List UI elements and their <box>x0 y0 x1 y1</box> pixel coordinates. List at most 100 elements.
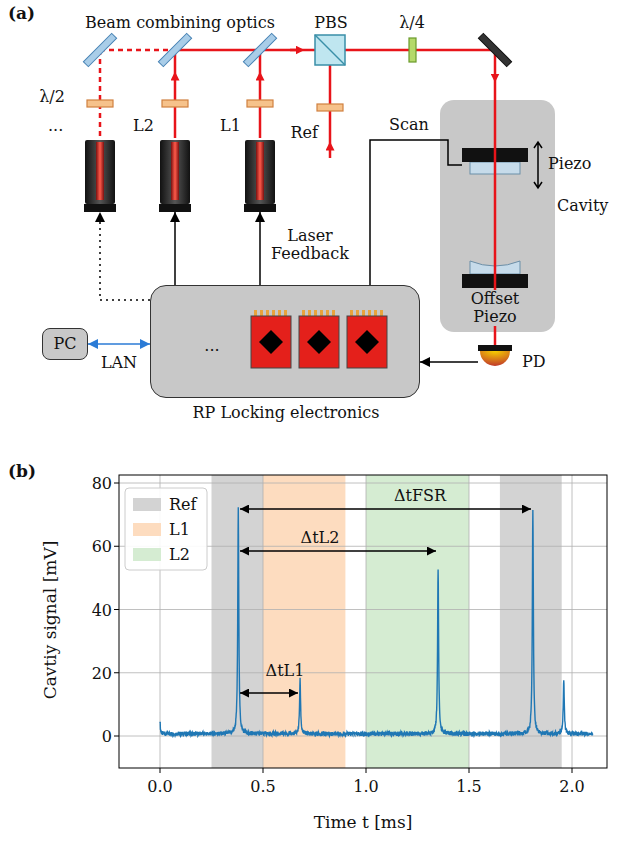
group-title: Beam combining optics <box>85 14 275 32</box>
laser-head: ... <box>84 138 116 212</box>
drawing-part <box>240 692 298 694</box>
drawing-part <box>350 310 353 316</box>
drawing-part <box>315 35 345 65</box>
signal-trace <box>160 507 593 736</box>
interval-label: ΔtFSR <box>394 487 446 505</box>
drawing-part <box>299 310 339 368</box>
drawing-part <box>320 310 323 316</box>
drawing-part <box>260 310 263 316</box>
node-label: Cavity <box>557 197 608 215</box>
laser-head: L2 <box>159 138 191 212</box>
node-label: L2 <box>133 117 154 135</box>
drawing-part <box>259 76 262 80</box>
axis-title: Cavtiy signal [mV] <box>41 541 59 700</box>
drawing-part <box>243 33 276 66</box>
tick-label: 0 <box>102 728 112 746</box>
interval-label: ΔtL2 <box>301 529 340 547</box>
drawing-part <box>99 50 102 138</box>
drawing-part <box>162 100 188 107</box>
drawing-part <box>174 50 177 138</box>
tick-label: 1.0 <box>353 778 378 796</box>
node-label: PC <box>53 335 76 353</box>
drawing-part <box>159 204 191 212</box>
mirrors <box>83 33 511 66</box>
laser-head-shape <box>244 138 276 212</box>
legend-text: L2 <box>169 546 190 564</box>
drawing-part <box>272 310 275 316</box>
component-name: PBS <box>314 14 347 32</box>
drawing-part <box>314 310 317 316</box>
tick-label: 60 <box>92 538 112 556</box>
plot-bands <box>212 475 562 768</box>
drawing-part <box>114 483 119 484</box>
signal-connector <box>100 212 150 300</box>
component-name: λ/2 <box>39 88 65 106</box>
interval-label: ΔtL1 <box>266 662 305 680</box>
drawing-part <box>329 146 332 150</box>
drawing-part <box>572 475 573 768</box>
drawing-part <box>355 330 379 354</box>
waveplates <box>87 38 416 111</box>
drawing-part <box>263 475 264 768</box>
signal-curve <box>160 507 593 736</box>
drawing-part <box>278 310 281 316</box>
computer-box: PC <box>42 328 88 360</box>
drawing-part <box>315 35 345 65</box>
optical-cavity: PiezoOffset PiezoCavity <box>440 100 555 332</box>
node-label: Piezo <box>548 155 591 173</box>
signal-connector <box>88 343 150 345</box>
node-label: L1 <box>220 117 241 135</box>
signal-connector <box>174 212 176 285</box>
drawing-part <box>347 310 387 368</box>
drawing-part <box>347 316 387 368</box>
photodiode-shape <box>478 345 512 379</box>
drawing-part <box>534 142 542 188</box>
drawing-part <box>114 546 119 547</box>
drawing-part <box>87 100 113 107</box>
legend-box <box>125 488 207 570</box>
drawing-part <box>469 475 470 768</box>
drawing-part <box>251 310 291 368</box>
locking-electronics-box: RP Locking electronics <box>150 285 420 398</box>
drawing-part <box>366 475 367 768</box>
component-name: λ/4 <box>399 14 425 32</box>
drawing-part <box>119 483 607 484</box>
node-label: RP Locking electronics <box>151 404 421 422</box>
beam-name: Ref <box>291 124 318 142</box>
drawing-part <box>317 104 343 111</box>
plot-grid <box>119 475 607 768</box>
drawing-part <box>572 768 573 773</box>
panel-letter: (b) <box>8 462 36 480</box>
drawing-part <box>494 100 497 332</box>
drawing-part <box>307 330 331 354</box>
axis-title: Time t [ms] <box>314 813 413 831</box>
drawing-part <box>480 351 510 366</box>
drawing-part <box>290 49 300 52</box>
drawing-part <box>332 310 335 316</box>
signal-connector <box>259 212 261 285</box>
drawing-part <box>366 475 469 768</box>
drawing-part <box>284 310 287 316</box>
tick-label: 40 <box>92 602 112 620</box>
drawing-part <box>409 38 416 62</box>
drawing-part <box>96 142 104 200</box>
drawing-part <box>494 332 497 345</box>
plot-frame <box>114 475 607 773</box>
drawing-part <box>114 609 119 610</box>
node-label: ... <box>48 117 63 135</box>
laser-head-shape <box>84 138 116 212</box>
drawing-part <box>158 33 191 66</box>
drawing-part <box>100 49 175 52</box>
drawing-part <box>84 204 116 212</box>
legend-swatch <box>133 548 161 561</box>
tick-label: 2.0 <box>559 778 584 796</box>
drawing-part <box>478 33 511 66</box>
drawing-part <box>259 330 283 354</box>
legend-text: Ref <box>169 496 196 514</box>
drawing-part <box>83 33 116 66</box>
ellipsis: ... <box>204 337 219 355</box>
drawing-part <box>469 768 470 773</box>
drawing-part <box>308 310 311 316</box>
tick-label: 0.5 <box>250 778 275 796</box>
